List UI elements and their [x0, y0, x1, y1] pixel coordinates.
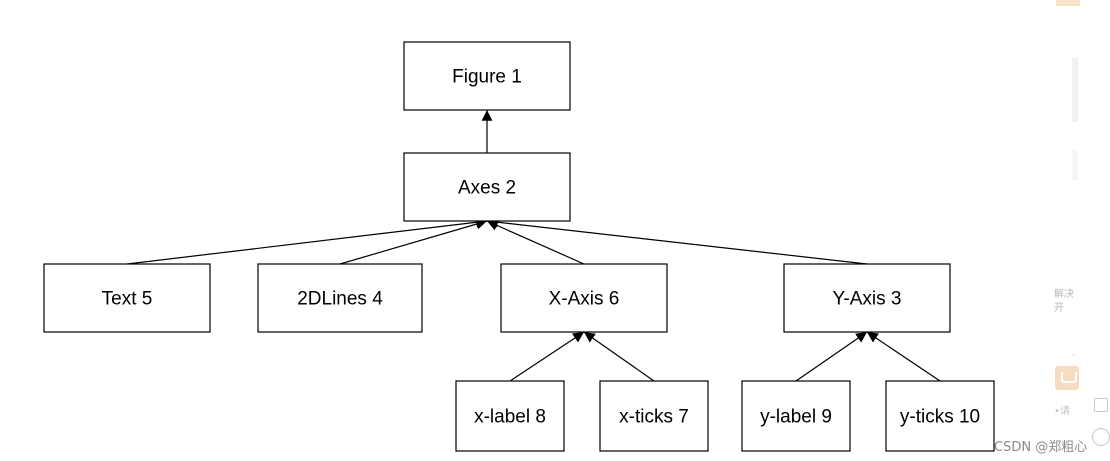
edit-icon[interactable]: [1094, 398, 1108, 412]
node-label-xlabel: x-label 8: [474, 407, 546, 428]
node-box-figure: [403, 41, 571, 111]
edge-text-to-axes: [126, 216, 488, 265]
node-box-yaxis: [783, 263, 951, 333]
feedback-icon[interactable]: [1055, 366, 1079, 390]
node-figure: Figure 1: [403, 41, 571, 111]
node-text: Text 5: [43, 263, 211, 333]
edge-xticks-to-xaxis: [583, 331, 655, 382]
edge-xaxis-to-axes: [486, 220, 585, 265]
node-label-xaxis: X-Axis 6: [549, 289, 620, 310]
node-xticks: x-ticks 7: [599, 380, 709, 452]
node-xlabel: x-label 8: [455, 380, 565, 452]
node-label-ylabel: y-label 9: [760, 407, 832, 428]
node-yaxis: Y-Axis 3: [783, 263, 951, 333]
side-panel-dash: -: [1072, 350, 1076, 361]
circle-icon[interactable]: [1092, 428, 1110, 446]
side-panel-label-2: •请: [1054, 406, 1070, 417]
node-label-xticks: x-ticks 7: [619, 407, 689, 428]
node-box-yticks: [885, 380, 995, 452]
edge-yticks-to-yaxis: [866, 331, 941, 382]
node-box-axes: [403, 152, 571, 222]
side-panel: [1052, 0, 1110, 461]
node-label-text: Text 5: [102, 289, 153, 310]
side-panel-scrollbar-lower: [1072, 150, 1078, 180]
node-box-ylabel: [741, 380, 851, 452]
side-panel-label-line-1: 解决: [1054, 289, 1074, 300]
node-box-xlabel: [455, 380, 565, 452]
nodes-layer: Figure 1 Axes 2 Text 5 2DLines 4 X-Axis 6 Y-A…: [43, 41, 995, 452]
node-box-xaxis: [500, 263, 668, 333]
edge-xlabel-to-xaxis: [509, 331, 585, 382]
node-label-yaxis: Y-Axis 3: [833, 289, 902, 310]
node-label-axes: Axes 2: [458, 178, 516, 199]
side-panel-accent: [1056, 0, 1080, 6]
side-panel-scrollbar[interactable]: [1072, 58, 1078, 122]
watermark: CSDN @郑粗心: [994, 440, 1088, 455]
node-box-lines2d: [257, 263, 423, 333]
node-ylabel: y-label 9: [741, 380, 851, 452]
node-lines2d: 2DLines 4: [257, 263, 423, 333]
hierarchy-diagram: Figure 1 Axes 2 Text 5 2DLines 4 X-Axis 6 Y-A…: [43, 41, 995, 452]
side-panel-label-line-2: 开: [1054, 303, 1064, 314]
node-label-yticks: y-ticks 10: [900, 407, 980, 428]
node-xaxis: X-Axis 6: [500, 263, 668, 333]
edge-ylabel-to-yaxis: [795, 331, 868, 382]
side-panel-label: 解决 开: [1054, 288, 1074, 316]
node-label-lines2d: 2DLines 4: [297, 289, 383, 310]
edges-layer: [126, 110, 941, 382]
node-box-text: [43, 263, 211, 333]
node-yticks: y-ticks 10: [885, 380, 995, 452]
node-axes: Axes 2: [403, 152, 571, 222]
edge-lines2d-to-axes: [339, 218, 488, 265]
node-box-xticks: [599, 380, 709, 452]
node-label-figure: Figure 1: [452, 67, 522, 88]
edge-yaxis-to-axes: [486, 216, 868, 265]
